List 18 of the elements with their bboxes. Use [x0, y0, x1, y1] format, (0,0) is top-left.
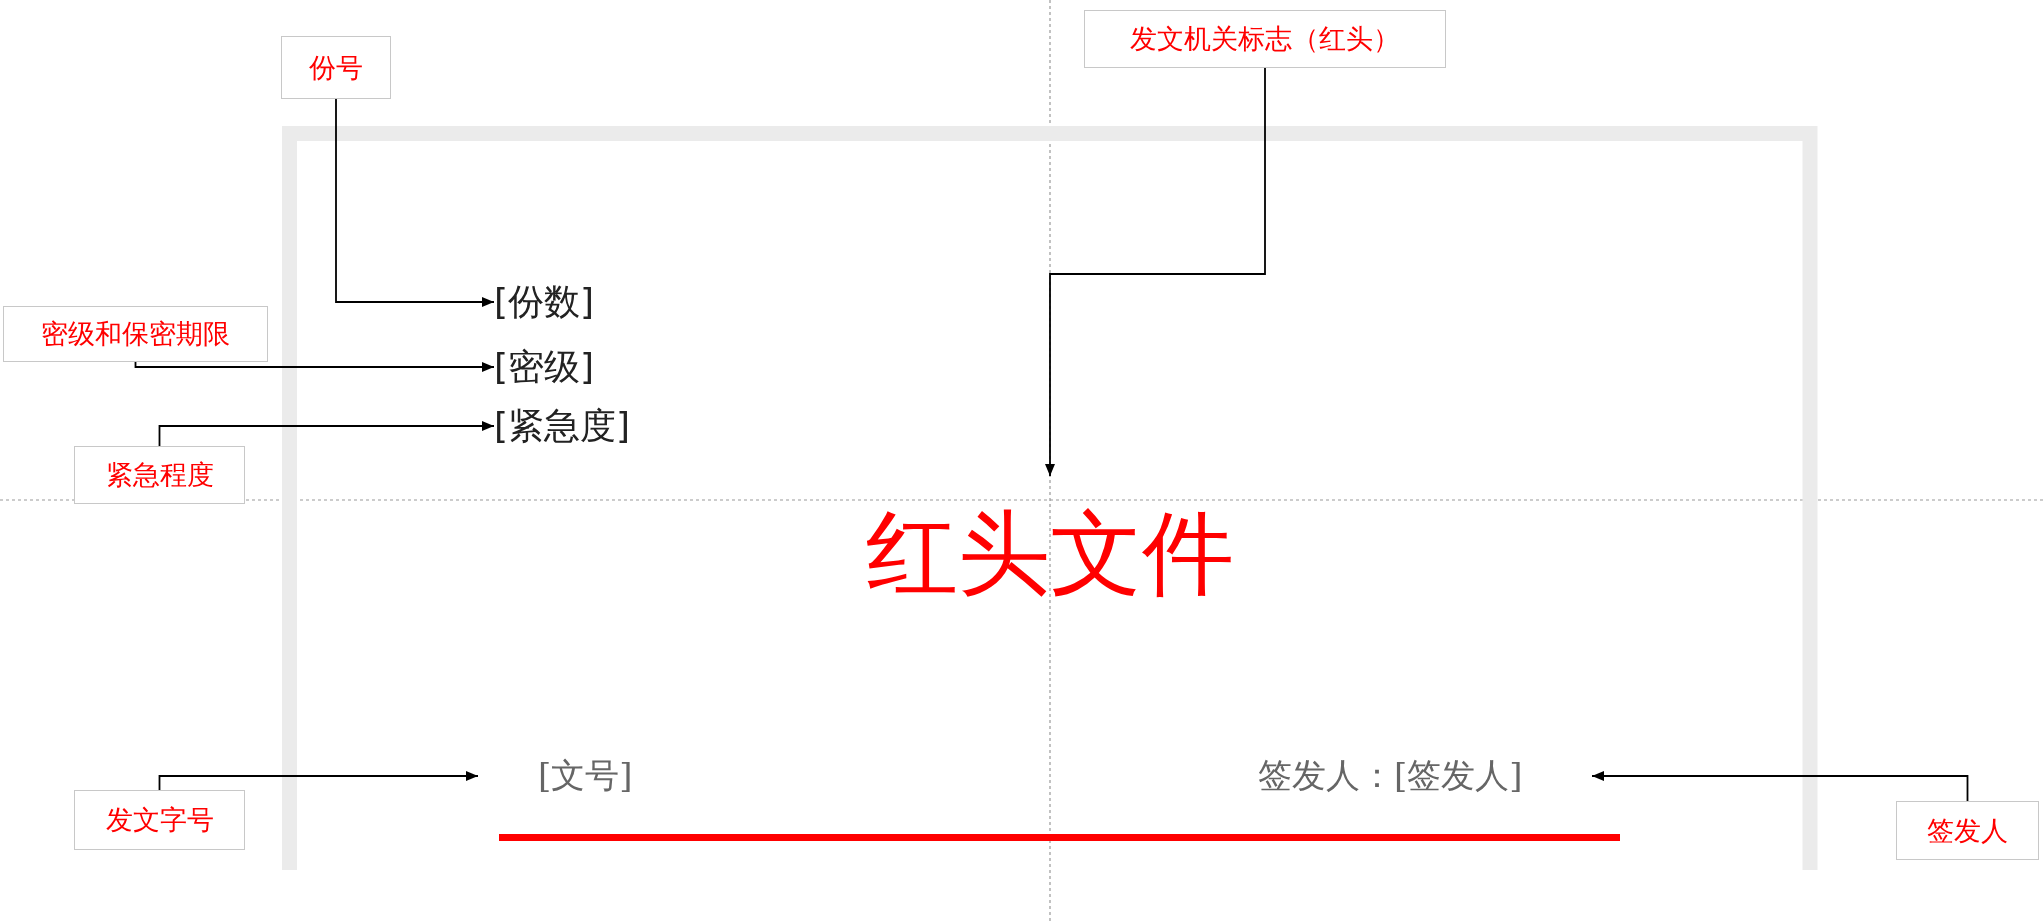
callout-label: 签发人	[1896, 801, 2039, 860]
signer-field-text: 签发人：[签发人]	[1258, 751, 1592, 801]
callout-label: 密级和保密期限	[3, 306, 268, 362]
callout-label: 发文机关标志（红头）	[1084, 10, 1446, 68]
leader-arrow	[1045, 67, 1266, 477]
document-title: 红头文件	[830, 476, 1270, 626]
callout-label: 发文字号	[74, 790, 245, 850]
placeholder-text: [密级]	[494, 342, 624, 392]
placeholder-text: [文号]	[478, 751, 658, 801]
leader-arrow	[134, 361, 495, 372]
leader-arrow	[158, 771, 479, 791]
callout-label: 份号	[281, 36, 391, 99]
placeholder-text: [紧急度]	[494, 401, 664, 451]
leader-arrow	[158, 421, 495, 447]
callout-label: 紧急程度	[74, 446, 245, 504]
placeholder-text: [份数]	[494, 277, 624, 327]
leader-arrow	[335, 98, 495, 307]
leader-arrow	[1591, 771, 1969, 802]
